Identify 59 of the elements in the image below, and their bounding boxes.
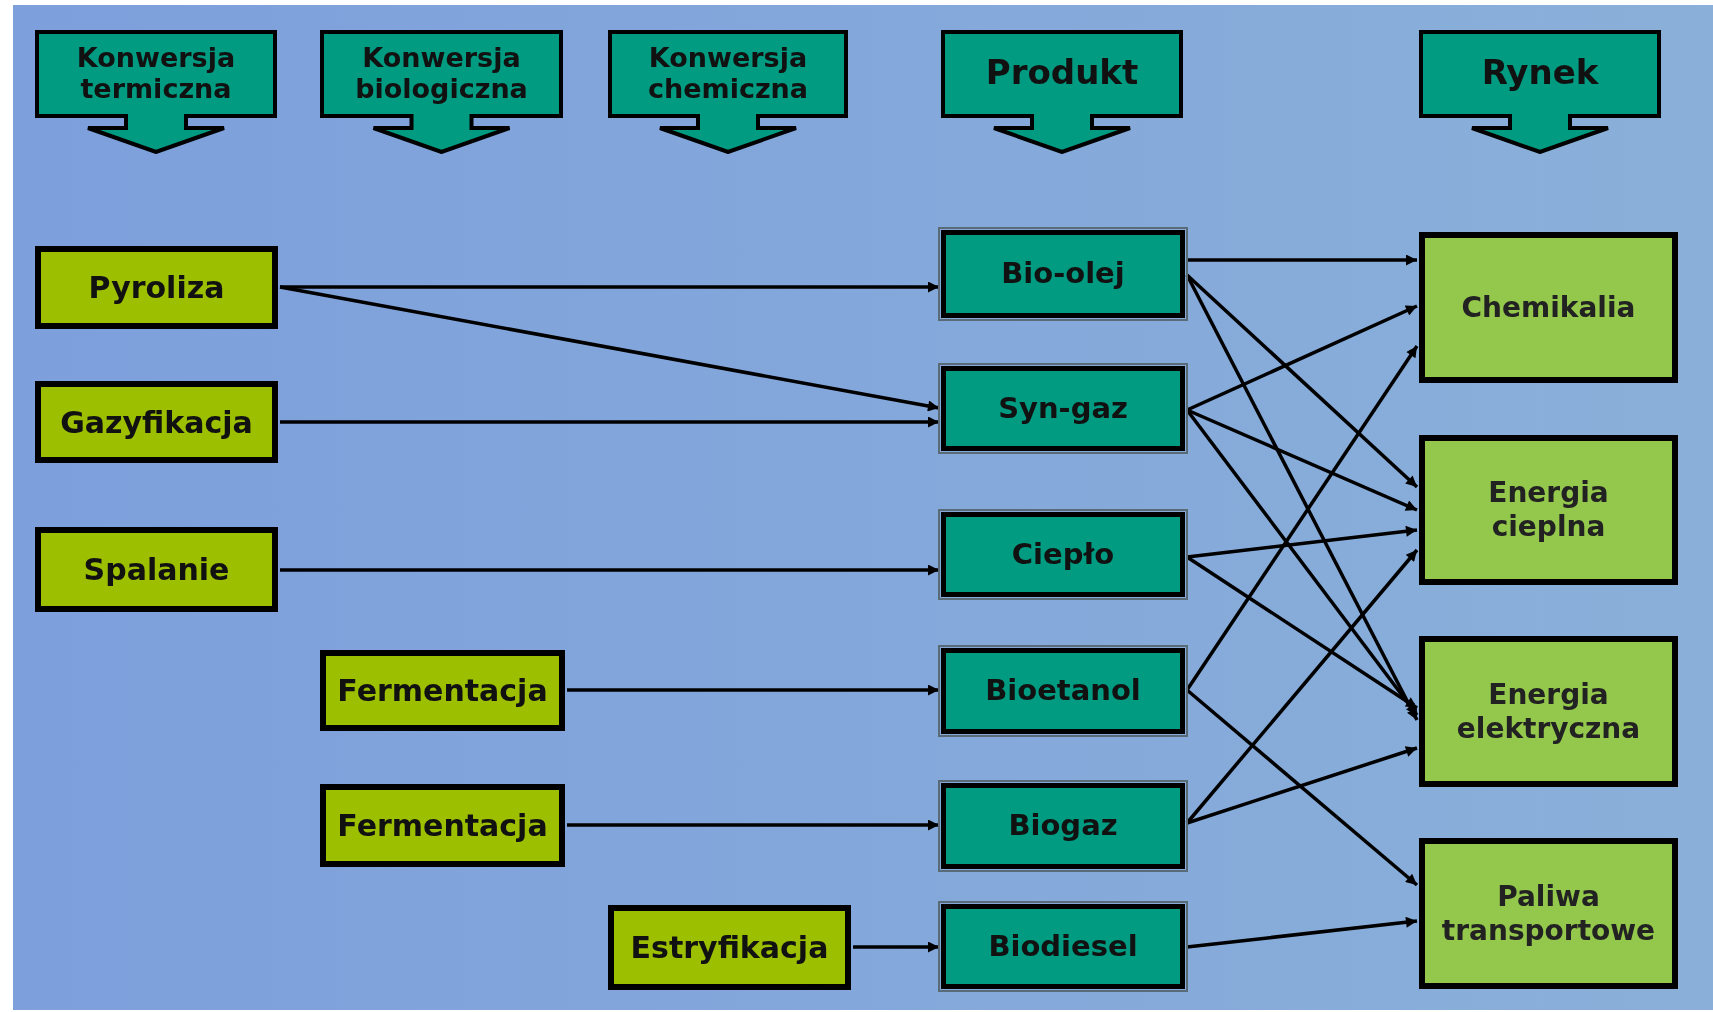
arrow [1186,555,1418,710]
box-label: Paliwa transportowe [1440,879,1657,948]
box-label: Pyroliza [87,269,226,307]
column-header-banner [608,30,848,154]
header-label: Konwersja termiczna [75,41,237,105]
arrow [1186,525,1418,559]
arrow [1186,746,1418,825]
box-label: Chemikalia [1460,290,1637,325]
arrow [279,285,940,412]
process-box [35,527,278,612]
box-label: Bioetanol [984,672,1142,710]
arrow [567,684,939,696]
box-label: Biodiesel [987,927,1139,965]
arrow [1185,345,1419,691]
box-label: Spalanie [82,551,231,589]
header-label: Produkt [985,53,1139,93]
product-box [941,512,1185,597]
box-label: Bio-olej [1000,255,1126,293]
arrow [567,819,939,831]
arrow [1186,304,1418,412]
arrow [1185,688,1419,887]
process-box [608,905,851,990]
arrow [853,941,939,953]
header-label: Konwersja biologiczna [354,41,529,105]
column-header-banner [1419,30,1661,154]
box-label: Fermentacja [336,672,549,710]
box-label: Gazyfikacja [59,403,254,442]
box-label: Fermentacja [336,807,549,845]
process-box [320,784,565,867]
arrow [1185,274,1419,721]
box-label: Energia cieplna [1487,476,1610,544]
box-label: Biogaz [1007,807,1119,845]
box-label: Energia elektryczna [1455,677,1642,746]
product-box [941,366,1185,451]
market-box [1419,636,1678,787]
process-box [320,650,565,731]
arrow [280,564,939,576]
process-box [35,381,278,463]
box-label: Ciepło [1010,535,1116,573]
column-header-banner [320,30,563,154]
market-box [1419,232,1678,383]
column-header-banner [35,30,277,154]
header-label: Konwersja chemiczna [646,41,810,105]
arrow [1186,408,1418,512]
arrow [1186,916,1418,949]
product-box [941,904,1185,989]
product-box [941,783,1185,869]
column-header-banner [941,30,1183,154]
process-box [35,246,278,329]
header-label: Rynek [1481,53,1599,93]
arrow [280,416,939,428]
box-label: Syn-gaz [997,389,1129,427]
market-box [1419,838,1678,989]
market-box [1419,435,1678,585]
arrow [1187,254,1417,266]
product-box [941,230,1185,318]
arrow [280,281,939,293]
box-label: Estryfikacja [629,929,830,967]
product-box [941,648,1185,734]
